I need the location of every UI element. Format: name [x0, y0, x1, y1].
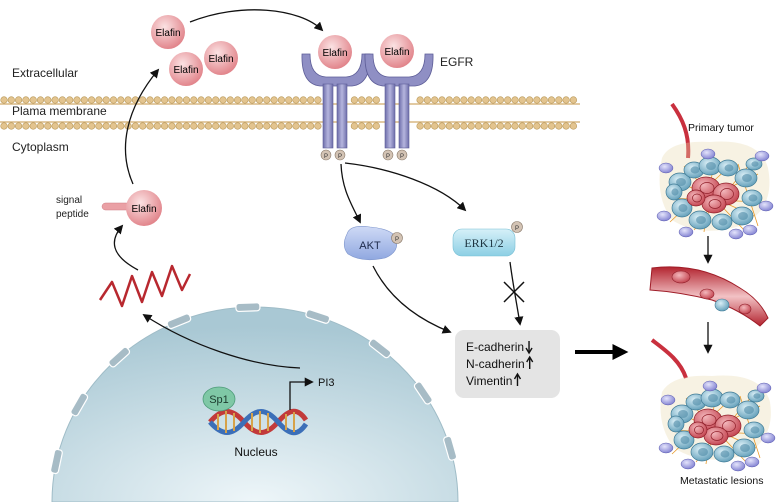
pre-elafin-protein	[126, 190, 162, 226]
arrow-down-icon	[525, 341, 533, 355]
signal-peptide-label: peptide	[56, 209, 89, 220]
plasma-membrane-label: Plama membrane	[12, 104, 107, 118]
phosphate-label: P	[386, 154, 390, 160]
elafin-label: Elafin	[173, 65, 198, 76]
nuclear-pore	[368, 338, 392, 359]
signal-peptide-label: signal	[56, 195, 82, 206]
phosphate-icon	[334, 149, 346, 161]
phosphate-label: P	[395, 237, 399, 243]
elafin-label: Elafin	[131, 204, 156, 215]
emt-marker-label: Vimentin	[466, 374, 512, 388]
phosphate-icon	[511, 221, 523, 233]
translation-arrow	[113, 224, 139, 271]
nucleus	[49, 302, 459, 502]
nuclear-pore	[413, 381, 433, 405]
erk-label: ERK1/2	[464, 236, 503, 250]
erk-protein: ERK1/2 P	[452, 221, 523, 257]
metastatic-lesion	[650, 338, 776, 472]
nuclear-pore	[443, 435, 458, 461]
phosphate-icon	[320, 149, 332, 161]
arrow-up-icon	[526, 355, 534, 369]
dna-helix	[208, 408, 309, 436]
transcription-arrow	[142, 314, 301, 369]
nuclear-pore	[108, 346, 131, 368]
sp1-protein	[202, 386, 236, 412]
phosphate-label: P	[338, 154, 342, 160]
plasma-membrane	[0, 96, 580, 130]
sp1-label: Sp1	[209, 394, 229, 406]
primary-tumor-label: Primary tumor	[688, 122, 754, 134]
arrow-to-erk	[344, 162, 467, 212]
blood-vessel	[649, 266, 769, 327]
blocked-cross-icon	[503, 281, 525, 303]
pi3-promoter-arrow	[289, 377, 314, 410]
phosphate-icon	[382, 149, 394, 161]
akt-to-emt-arrow	[372, 265, 452, 334]
emt-marker-label: N-cadherin	[466, 357, 525, 371]
elafin-protein	[151, 15, 185, 49]
secretion-arrow	[124, 68, 160, 185]
egfr-receptor-left: Elafin P P	[301, 35, 371, 161]
akt-label: AKT	[359, 240, 381, 252]
nuclear-pore	[49, 448, 63, 475]
elafin-protein	[380, 34, 414, 68]
elafin-protein	[169, 52, 203, 86]
egfr-label: EGFR	[440, 55, 474, 69]
elafin-protein	[204, 41, 238, 75]
phosphate-icon	[391, 232, 403, 244]
arrow-to-akt	[340, 163, 362, 224]
elafin-label: Elafin	[384, 47, 409, 58]
elafin-label: Elafin	[322, 48, 347, 59]
arrow-up-icon	[513, 372, 522, 386]
nuclear-pore	[305, 309, 331, 324]
mrna-strand	[98, 264, 192, 308]
nuclear-pore	[235, 302, 261, 313]
elafin-label: Elafin	[208, 54, 233, 65]
akt-protein: AKT P	[343, 226, 403, 261]
metastatic-lesions-label: Metastatic lesions	[680, 475, 763, 487]
pi3-label: PI3	[318, 377, 335, 389]
elafin-protein	[318, 35, 352, 69]
phosphate-icon	[396, 149, 408, 161]
nuclear-pore	[166, 313, 192, 330]
phosphate-label: P	[400, 154, 404, 160]
binding-arrow	[189, 9, 324, 32]
primary-tumor	[656, 102, 774, 240]
egfr-receptor-right: Elafin P P	[364, 34, 434, 161]
extracellular-label: Extracellular	[12, 66, 78, 80]
phosphate-label: P	[324, 154, 328, 160]
secreted-elafin-cluster: Elafin Elafin Elafin	[151, 15, 238, 86]
cytoplasm-label: Cytoplasm	[12, 140, 69, 154]
nuclear-pore	[70, 392, 89, 417]
nucleus-label: Nucleus	[234, 445, 277, 459]
elafin-label: Elafin	[155, 28, 180, 39]
emt-marker-label: E-cadherin	[466, 340, 524, 354]
phosphate-label: P	[515, 226, 519, 232]
erk-to-emt-arrow	[509, 261, 524, 326]
